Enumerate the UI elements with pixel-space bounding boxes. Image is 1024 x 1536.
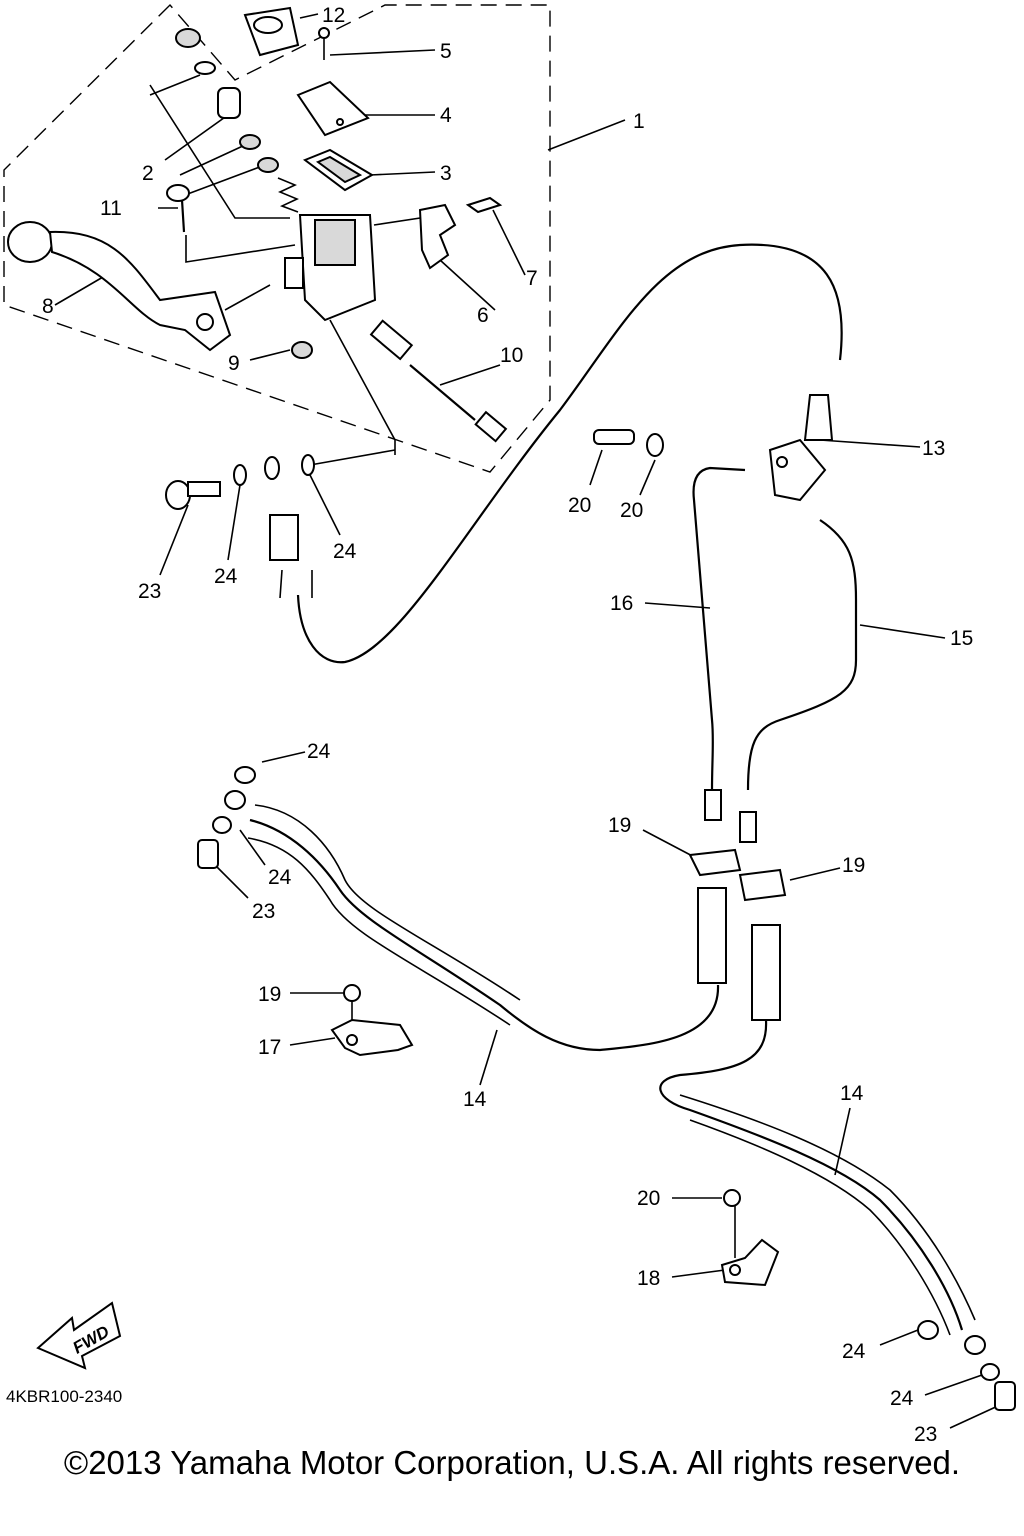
- callout-label: 20: [568, 494, 591, 517]
- assembly-boundary: [3, 3, 551, 473]
- hose-clip: [688, 848, 742, 877]
- callout-label: 19: [608, 814, 631, 837]
- brake-lever: [7, 221, 232, 352]
- union-bolt-21: [593, 429, 635, 445]
- callout-label: 23: [914, 1423, 937, 1446]
- copper-washer: [964, 1335, 986, 1355]
- copper-washer: [980, 1363, 1000, 1381]
- upper-brake-hose-sheath: [279, 569, 313, 599]
- union-bolt-lower-right: [994, 1381, 1016, 1411]
- callout-label: 23: [138, 580, 161, 603]
- callout-label: 20: [620, 499, 643, 522]
- hose-fitting-upper: [264, 456, 299, 561]
- reservoir-body: [284, 214, 377, 322]
- callout-label: 20: [637, 1187, 660, 1210]
- callout-label: 24: [268, 866, 292, 889]
- copper-washer: [212, 816, 232, 834]
- bolt-19-right: [723, 1189, 741, 1207]
- callout-label: 19: [258, 983, 281, 1006]
- hose-joint: [751, 924, 781, 1021]
- pipe-fitting: [739, 811, 757, 843]
- left-brake-hose: [249, 818, 720, 1052]
- pipe-fitting: [704, 789, 722, 821]
- copper-washer: [233, 464, 247, 486]
- bolt-19-left: [343, 984, 361, 1002]
- callout-label: 24: [842, 1340, 866, 1363]
- callout-label: 16: [610, 592, 633, 615]
- callout-label: 12: [322, 4, 345, 27]
- callout-label: 24: [307, 740, 331, 763]
- union-bolt-upper-left: [165, 480, 221, 510]
- right-brake-hose-sheath: [679, 1094, 976, 1336]
- piston-kit: [175, 28, 299, 213]
- pivot-bolt: [166, 184, 190, 233]
- lever-nut: [291, 341, 313, 359]
- callout-label: 2: [142, 162, 154, 185]
- hose-guide-18: [720, 1238, 780, 1287]
- holder-bolt: [465, 196, 503, 214]
- callout-label: 5: [440, 40, 452, 63]
- callout-label: 23: [252, 900, 275, 923]
- hose-joint: [697, 887, 727, 984]
- forward-direction-arrow: FWD: [36, 1301, 122, 1370]
- brake-switch: [369, 319, 508, 443]
- callout-label: 24: [333, 540, 357, 563]
- callout-label: 6: [477, 304, 489, 327]
- callout-label: 17: [258, 1036, 281, 1059]
- hose-clip: [738, 868, 787, 902]
- reservoir-cap: [296, 80, 370, 137]
- callout-label: 19: [842, 854, 865, 877]
- callout-label: 1: [633, 110, 645, 133]
- callout-label: 13: [922, 437, 945, 460]
- callout-label: 18: [637, 1267, 660, 1290]
- joint-part: [768, 394, 834, 502]
- callout-label: 10: [500, 344, 523, 367]
- hose-guide-17: [330, 1018, 414, 1057]
- drawing-code: 4KBR100-2340: [6, 1387, 122, 1406]
- brake-pipe-16: [692, 466, 746, 791]
- leader-lines: [54, 13, 1001, 1429]
- cap-screw: [318, 27, 330, 60]
- callout-label: 9: [228, 352, 240, 375]
- copper-washer: [301, 454, 315, 476]
- callout-label: 14: [840, 1082, 864, 1105]
- boot-part: [243, 6, 300, 57]
- copper-washer-22: [646, 433, 664, 457]
- right-brake-hose: [659, 1019, 964, 1331]
- callout-label: 4: [440, 104, 452, 127]
- copyright-notice: ©2013 Yamaha Motor Corporation, U.S.A. A…: [63, 1444, 961, 1481]
- callout-label: 7: [526, 267, 538, 290]
- callout-numbers: 12 5 4 1 3 2 11 7 8 6 10 9 13 20 20 24 2…: [42, 4, 973, 1446]
- callout-label: 11: [100, 197, 122, 220]
- copper-washer: [224, 790, 246, 810]
- callout-label: 3: [440, 162, 452, 185]
- union-bolt-lower-left: [197, 839, 219, 869]
- callout-label: 24: [214, 565, 238, 588]
- holder-part: [418, 203, 457, 270]
- callout-label: 24: [890, 1387, 914, 1410]
- copper-washer: [234, 766, 256, 784]
- brake-pipe-15: [746, 519, 858, 791]
- callout-label: 8: [42, 295, 54, 318]
- diaphragm-part: [302, 148, 375, 192]
- copper-washer: [917, 1320, 939, 1340]
- upper-brake-hose-line: [296, 243, 843, 664]
- callout-label: 15: [950, 627, 973, 650]
- callout-label: 14: [463, 1088, 487, 1111]
- left-brake-hose-sheath: [247, 804, 521, 1026]
